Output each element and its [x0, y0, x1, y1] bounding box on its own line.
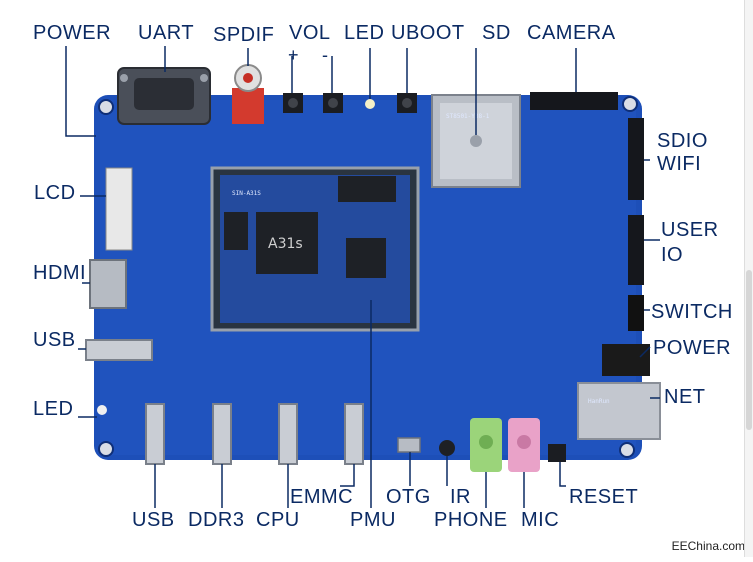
net-jack-brand: HanRun	[588, 398, 610, 405]
bottom-usb-port	[212, 403, 232, 465]
label-usb-bottom: USB	[132, 509, 175, 531]
leader-lines	[65, 46, 660, 508]
label-led-top: LED	[344, 22, 385, 44]
label-ir: IR	[450, 486, 471, 508]
label-phone: PHONE	[434, 509, 508, 531]
spdif-connector	[232, 88, 264, 124]
mount-hole	[622, 96, 638, 112]
label-sdio: SDIO	[657, 130, 708, 152]
cpu-label: A31s	[268, 236, 303, 252]
mount-hole	[619, 442, 635, 458]
cpu-chip	[256, 212, 318, 274]
label-hdmi: HDMI	[33, 262, 87, 284]
label-net: NET	[664, 386, 706, 408]
label-vol-plus: +	[288, 45, 300, 65]
lcd-connector	[105, 167, 133, 251]
hdmi-port	[89, 259, 127, 309]
label-reset: RESET	[569, 486, 639, 508]
label-spdif: SPDIF	[213, 24, 275, 46]
ir-receiver	[439, 440, 455, 456]
label-usb-left: USB	[33, 329, 76, 351]
label-otg: OTG	[386, 486, 431, 508]
power-switch	[628, 295, 644, 331]
bottom-usb-port	[278, 403, 298, 465]
label-pmu: PMU	[350, 509, 396, 531]
bottom-usb-port	[145, 403, 165, 465]
label-uart: UART	[138, 22, 195, 44]
net-jack	[577, 382, 661, 440]
sd-slot-text: ST8501-Y38-1	[446, 113, 490, 120]
label-camera: CAMERA	[527, 22, 616, 44]
pmu-chip	[346, 238, 386, 278]
mount-hole	[98, 441, 114, 457]
label-led-left: LED	[33, 398, 74, 420]
camera-header	[530, 92, 618, 110]
mount-hole	[98, 99, 114, 115]
otg-port	[397, 437, 421, 453]
label-switch: SWITCH	[651, 301, 733, 323]
user-io-header	[628, 215, 644, 285]
side-usb-port	[85, 339, 153, 361]
label-user: USER	[661, 219, 719, 241]
label-mic: MIC	[521, 509, 560, 531]
status-led	[365, 99, 375, 109]
bottom-usb-port	[344, 403, 364, 465]
power-jack	[602, 344, 650, 376]
sdio-header	[628, 118, 644, 200]
ddr3-chip	[224, 212, 248, 250]
power-led	[97, 405, 107, 415]
scrollbar-thumb[interactable]	[746, 270, 752, 430]
module-name: SIN-A31S	[232, 190, 261, 197]
label-power-right: POWER	[653, 337, 732, 359]
watermark: EEChina.com	[671, 539, 745, 553]
scrollbar[interactable]	[744, 0, 753, 557]
label-io: IO	[661, 244, 684, 266]
label-wifi: WIFI	[657, 153, 702, 175]
label-lcd: LCD	[34, 182, 76, 204]
reset-button	[548, 444, 566, 462]
label-uboot: UBOOT	[391, 22, 465, 44]
label-cpu: CPU	[256, 509, 300, 531]
label-sd: SD	[482, 22, 511, 44]
emmc-chip	[338, 176, 396, 202]
label-emmc: EMMC	[290, 486, 354, 508]
label-ddr3: DDR3	[188, 509, 245, 531]
label-vol: VOL	[289, 22, 331, 44]
label-power-top: POWER	[33, 22, 112, 44]
label-vol-minus: -	[322, 45, 329, 65]
